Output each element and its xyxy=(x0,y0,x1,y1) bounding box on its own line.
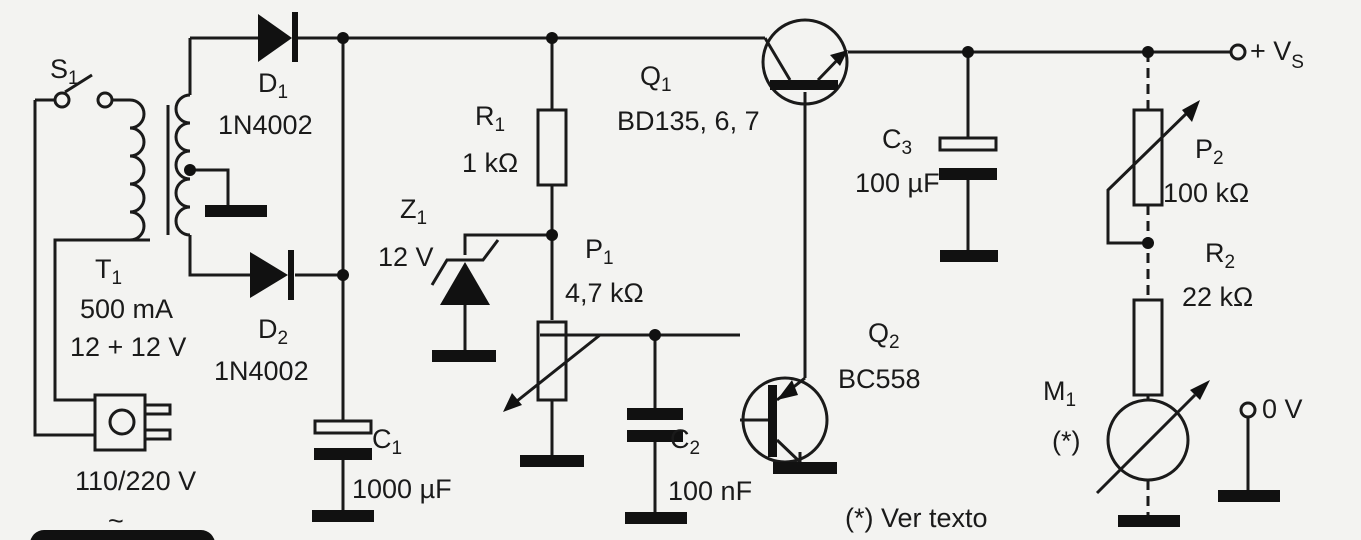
c3-value: 100 µF xyxy=(855,168,940,198)
resistor-r2-symbol xyxy=(1132,298,1164,397)
transistor-q1-symbol xyxy=(761,18,849,106)
d2-label: D2 xyxy=(258,314,288,349)
p1-label: P1 xyxy=(585,234,614,269)
ground-bars xyxy=(205,205,1280,527)
d2-part: 1N4002 xyxy=(214,356,309,386)
vs-terminal xyxy=(1229,43,1247,61)
p1-value: 4,7 kΩ xyxy=(565,278,644,308)
ac-symbol: ~ xyxy=(108,506,124,536)
diode-d1-symbol xyxy=(258,12,298,62)
junction-dots xyxy=(184,32,1154,341)
capacitor-c2-symbol xyxy=(627,408,683,442)
resistor-r1-symbol xyxy=(536,108,568,187)
z1-value: 12 V xyxy=(378,242,434,272)
s1-label: S1 xyxy=(50,54,79,89)
vs-label: + VS xyxy=(1250,36,1304,73)
capacitor-c3-symbol xyxy=(938,136,998,180)
m1-label: M1 xyxy=(1043,376,1076,411)
q1-label: Q1 xyxy=(640,61,672,96)
q2-label: Q2 xyxy=(868,318,900,353)
zero-volt-terminal xyxy=(1239,401,1257,419)
d1-part: 1N4002 xyxy=(218,110,313,140)
meter-m1-symbol xyxy=(1095,380,1210,495)
r2-value: 22 kΩ xyxy=(1182,282,1253,312)
zero-volt-label: 0 V xyxy=(1262,394,1303,424)
p2-label: P2 xyxy=(1195,134,1224,169)
c2-label: C2 xyxy=(670,424,700,459)
footnote: (*) Ver texto xyxy=(845,503,988,533)
c1-label: C1 xyxy=(372,424,402,459)
capacitor-c1-symbol xyxy=(313,419,373,460)
zener-z1-symbol xyxy=(430,239,500,305)
d1-label: D1 xyxy=(258,68,288,103)
potentiometer-p2-symbol xyxy=(1132,100,1200,207)
t1-current: 500 mA xyxy=(80,294,173,324)
transformer-symbol xyxy=(129,93,191,242)
t1-label: T1 xyxy=(95,254,122,289)
switch-s1-symbol xyxy=(53,73,114,109)
caption-tab xyxy=(30,530,215,540)
m1-note: (*) xyxy=(1052,426,1081,456)
c1-value: 1000 µF xyxy=(352,474,452,504)
z1-label: Z1 xyxy=(400,194,427,229)
mains-plug-icon xyxy=(93,393,172,452)
q1-part: BD135, 6, 7 xyxy=(617,106,760,136)
c3-label: C3 xyxy=(882,124,912,159)
t1-voltage: 12 + 12 V xyxy=(70,332,186,362)
potentiometer-p1-symbol xyxy=(503,320,601,412)
wires xyxy=(33,36,1250,515)
r2-label: R2 xyxy=(1205,238,1235,273)
c2-value: 100 nF xyxy=(668,476,752,506)
mains-voltage: 110/220 V xyxy=(75,466,196,496)
diode-d2-symbol xyxy=(250,250,294,300)
transistor-q2-symbol xyxy=(740,376,829,464)
q2-part: BC558 xyxy=(838,364,921,394)
p2-value: 100 kΩ xyxy=(1163,178,1249,208)
r1-label: R1 xyxy=(475,101,505,136)
r1-value: 1 kΩ xyxy=(462,148,518,178)
